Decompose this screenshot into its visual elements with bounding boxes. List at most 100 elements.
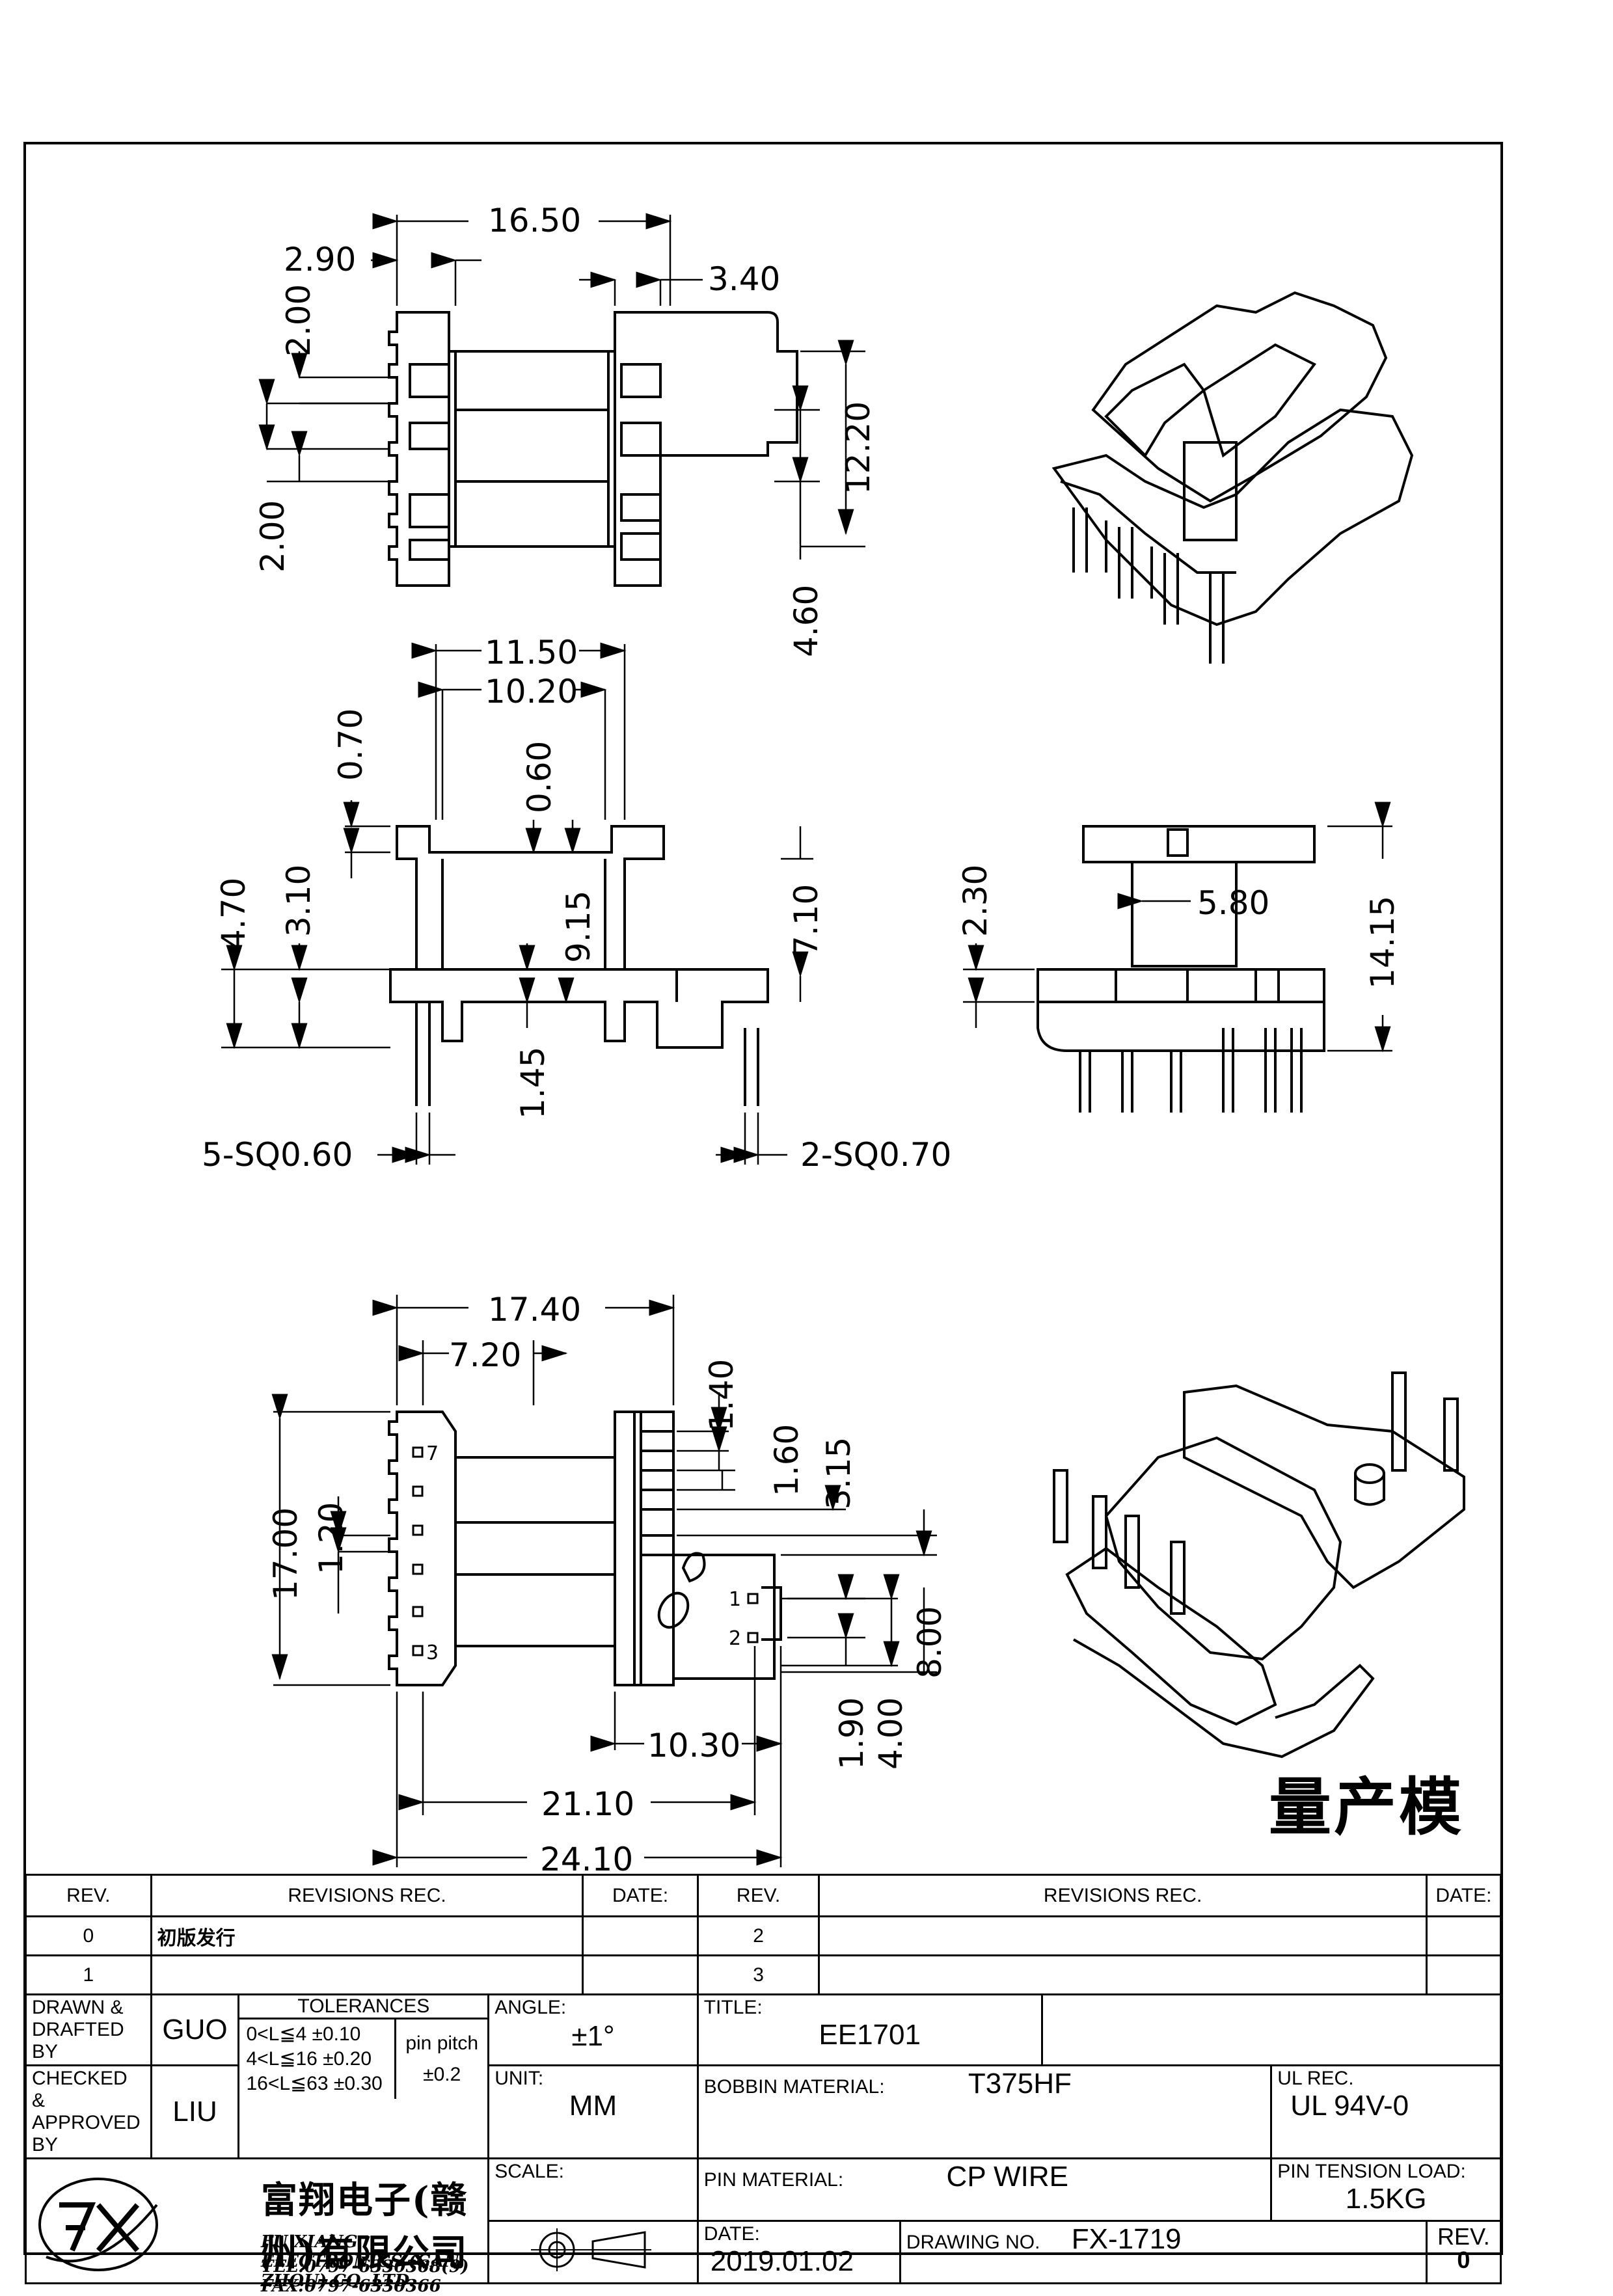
pin-number-2: 2 — [729, 1627, 741, 1650]
company-cell: 富翔电子(赣州)有限公司 FU XIANG ELECTRONICS (GAN Z… — [24, 2157, 490, 2296]
drawn-label: DRAWN & DRAFTED BY — [25, 1993, 152, 2066]
side-view — [1037, 825, 1325, 1113]
dim-2-30: 2.30 — [956, 865, 994, 937]
side-view-dims: 2.30 5.80 14.15 — [956, 865, 1402, 989]
date-header-2: DATE: — [1425, 1874, 1502, 1917]
dim-1-90: 1.90 — [833, 1697, 871, 1770]
date-cell: DATE: 2019.01.02 — [696, 2220, 901, 2284]
pin-number-7: 7 — [426, 1442, 439, 1465]
bottom-view — [388, 1411, 782, 1686]
date-header: DATE: — [582, 1874, 699, 1917]
dim-14-15: 14.15 — [1364, 896, 1402, 989]
pin-number-1: 1 — [729, 1588, 741, 1611]
rev-header-2: REV. — [696, 1874, 820, 1917]
tol-line-1: 0<L≦4 ±0.10 — [246, 2023, 361, 2045]
scale-cell: SCALE: — [487, 2157, 699, 2222]
tension-value: 1.5KG — [1345, 2183, 1427, 2215]
rev-row-1-date2 — [1425, 1954, 1502, 1995]
dim-10-30: 10.30 — [647, 1727, 740, 1764]
bobbin-value: T375HF — [968, 2068, 1072, 2100]
isometric-view-bottom — [1053, 1371, 1465, 1759]
date-label: DATE: — [703, 2223, 760, 2245]
dim-1-45: 1.45 — [514, 1047, 552, 1119]
rev-row-0-text2 — [818, 1915, 1428, 1956]
dim-2-90: 2.90 — [284, 241, 356, 278]
dim-7-20: 7.20 — [449, 1336, 521, 1374]
pin-material-value: CP WIRE — [946, 2161, 1068, 2193]
dim-21-10: 21.10 — [541, 1785, 634, 1823]
title-cell: TITLE: EE1701 — [696, 1993, 1043, 2066]
title-label: TITLE: — [703, 1997, 763, 2018]
dim-17-00: 17.00 — [267, 1507, 305, 1600]
rev-row-1-date — [582, 1954, 699, 1995]
projection-symbol-icon — [531, 2228, 652, 2271]
scale-label: SCALE: — [495, 2161, 564, 2182]
rev-row-0-date — [582, 1915, 699, 1956]
ul-value: UL 94V-0 — [1290, 2090, 1409, 2122]
title-value: EE1701 — [819, 2019, 921, 2051]
tol-line-2: 4<L≦16 ±0.20 — [246, 2048, 372, 2070]
dim-4-60: 4.60 — [787, 585, 825, 657]
rev-row-1-num: 1 — [25, 1954, 152, 1995]
rev-row-0-rev2: 2 — [696, 1915, 820, 1956]
rev-row-1-text2 — [818, 1954, 1428, 1995]
bobbin-label: BOBBIN MATERIAL: — [703, 2076, 885, 2098]
dim-9-15: 9.15 — [560, 891, 597, 963]
drawing-no-label: DRAWING NO. — [906, 2232, 1040, 2253]
dim-10-20: 10.20 — [485, 673, 578, 710]
checked-label: CHECKED & APPROVED BY — [25, 2064, 152, 2159]
tension-cell: PIN TENSION LOAD: 1.5KG — [1270, 2157, 1502, 2222]
company-name-cn: 富翔电子(赣州)有限公司 — [261, 2179, 468, 2275]
dim-3-40: 3.40 — [708, 260, 780, 298]
top-view-dims: 16.50 2.90 3.40 2.00 12.20 2.00 4.60 — [254, 202, 877, 657]
drawing-no-value: FX-1719 — [1071, 2223, 1182, 2255]
unit-label: UNIT: — [495, 2068, 544, 2089]
rev-row-0-date2 — [1425, 1915, 1502, 1956]
top-view — [388, 311, 798, 587]
revisions-header: REVISIONS REC. — [150, 1874, 584, 1917]
dim-1-40: 1.40 — [703, 1359, 740, 1431]
isometric-view-top — [1051, 291, 1414, 664]
dim-5-80: 5.80 — [1197, 884, 1269, 922]
rev-final-value: 0 — [1457, 2247, 1471, 2273]
rev-row-0-text: 初版发行 — [150, 1915, 584, 1956]
pin-material-cell: PIN MATERIAL: CP WIRE — [696, 2157, 1273, 2222]
pin-number-3: 3 — [426, 1641, 439, 1664]
bottom-view-dims: 17.40 7.20 1.40 1.60 3.15 17.00 1.20 8.0… — [267, 1291, 949, 1874]
angle-label: ANGLE: — [495, 1997, 567, 2018]
callout-2-sq0-70: 2-SQ0.70 — [800, 1136, 951, 1174]
ul-label: UL REC. — [1277, 2068, 1354, 2089]
projection-cell — [487, 2220, 699, 2284]
dim-4-00: 4.00 — [872, 1697, 910, 1770]
dim-0-70: 0.70 — [332, 709, 370, 781]
pin-pitch-label: pin pitch — [405, 2033, 479, 2054]
dim-2-00-bottom: 2.00 — [254, 500, 291, 573]
tension-label: PIN TENSION LOAD: — [1277, 2161, 1466, 2182]
dim-7-10: 7.10 — [787, 884, 825, 956]
rev-row-1-text — [150, 1954, 584, 1995]
angle-value: ±1° — [571, 2020, 615, 2052]
angle-cell: ANGLE: ±1° — [487, 1993, 699, 2066]
unit-cell: UNIT: MM — [487, 2064, 699, 2159]
dim-12-20: 12.20 — [839, 401, 877, 494]
rev-final-cell: REV. 0 — [1425, 2220, 1502, 2284]
dim-3-10: 3.10 — [280, 865, 318, 937]
rev-header: REV. — [25, 1874, 152, 1917]
rev-final-label: REV. — [1437, 2223, 1490, 2250]
drawing-no-cell: DRAWING NO. FX-1719 — [899, 2220, 1428, 2284]
rev-row-0-num: 0 — [25, 1915, 152, 1956]
company-tel-fax: TEL:0797-6330368(9) FAX:0797-6330366 — [261, 2257, 469, 2296]
bobbin-cell: BOBBIN MATERIAL: T375HF — [696, 2064, 1273, 2159]
dim-24-10: 24.10 — [540, 1841, 633, 1874]
title-block: REV. REVISIONS REC. DATE: REV. REVISIONS… — [24, 1874, 1502, 2296]
rev-row-1-rev2: 3 — [696, 1954, 820, 1995]
date-value: 2019.01.02 — [710, 2245, 854, 2277]
drawn-value: GUO — [150, 1993, 240, 2066]
dim-1-20: 1.20 — [312, 1502, 350, 1574]
pin-material-label: PIN MATERIAL: — [703, 2169, 844, 2191]
tol-line-3: 16<L≦63 ±0.30 — [246, 2073, 383, 2094]
dim-1-60: 1.60 — [768, 1424, 806, 1496]
checked-value: LIU — [150, 2064, 240, 2159]
dim-8-00: 8.00 — [911, 1606, 949, 1679]
ul-cell: UL REC. UL 94V-0 — [1270, 2064, 1502, 2159]
